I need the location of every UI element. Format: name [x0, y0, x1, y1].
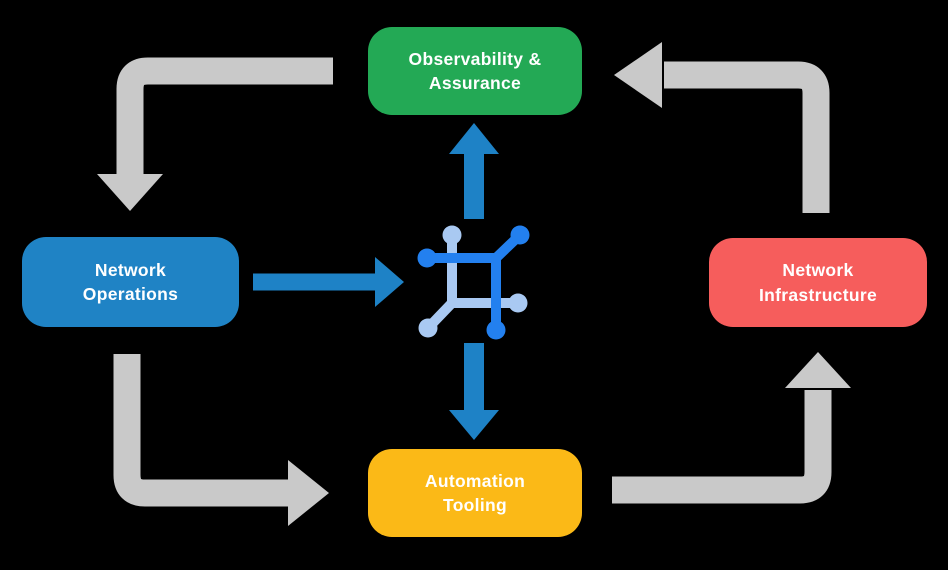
arrow-infrastructure-to-observability	[614, 42, 830, 213]
arrow-head-down-icon	[449, 410, 499, 440]
arrow-icon-to-automation	[449, 343, 499, 440]
flow-arrows	[253, 123, 499, 440]
node-automation-tooling: Automation Tooling	[368, 449, 582, 537]
arrow-icon-to-observability	[449, 123, 499, 219]
icon-node-bottom	[486, 320, 506, 340]
node-network-infrastructure: Network Infrastructure	[709, 238, 927, 327]
arrow-operations-to-icon	[253, 257, 404, 307]
arrow-shaft	[116, 57, 333, 176]
network-fabric-icon	[417, 225, 530, 340]
arrow-automation-to-infrastructure	[612, 352, 851, 504]
arrow-shaft	[664, 61, 830, 213]
node-label-line1: Automation	[424, 470, 526, 491]
arrow-head-right-icon	[375, 257, 404, 307]
node-label-line2: Assurance	[428, 73, 522, 93]
icon-node-top	[442, 225, 462, 245]
icon-node-top-right	[510, 225, 530, 245]
node-observability-assurance: Observability & Assurance	[368, 27, 582, 115]
arrow-head-up-icon	[785, 352, 851, 388]
arrow-head-down-icon	[97, 174, 163, 211]
cycle-arrows	[97, 42, 851, 526]
node-label-line2: Infrastructure	[759, 284, 877, 305]
node-network-operations: Network Operations	[22, 237, 239, 327]
icon-node-right	[508, 293, 528, 313]
icon-node-bottom-left	[418, 318, 438, 338]
arrow-shaft	[113, 354, 290, 507]
arrow-shaft	[612, 390, 832, 504]
arrow-head-right-icon	[288, 460, 329, 526]
icon-node-left	[417, 248, 437, 268]
icon-dark-links	[417, 225, 530, 340]
node-label-line1: Network	[782, 260, 854, 281]
node-label-line1: Network	[94, 259, 167, 280]
arrow-observability-to-operations	[97, 57, 333, 211]
node-label-line2: Operations	[82, 284, 179, 304]
node-label-line1: Observability &	[408, 48, 542, 69]
arrow-head-up-icon	[449, 123, 499, 154]
arrow-operations-to-automation	[113, 354, 329, 526]
arrow-head-left-icon	[614, 42, 662, 108]
node-label-line2: Tooling	[443, 495, 507, 515]
